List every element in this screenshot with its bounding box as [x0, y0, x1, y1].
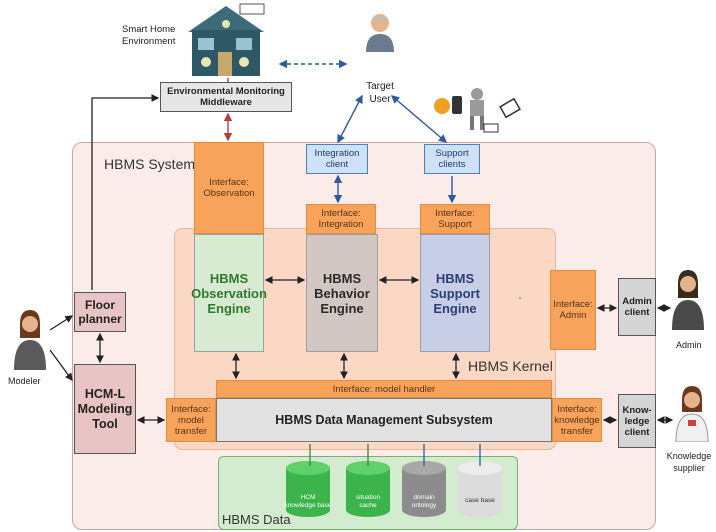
target-user-label: Target User	[366, 81, 394, 105]
database-label-ontology: domain ontology	[411, 494, 437, 509]
database-domain-ontology	[400, 460, 448, 518]
interface-integration: Interface: Integration	[306, 204, 376, 234]
data-management-subsystem: HBMS Data Management Subsystem	[216, 398, 552, 442]
admin-client: Admin client	[618, 278, 656, 336]
environmental-monitoring-middleware: Environmental Monitoring Middleware	[160, 82, 292, 112]
knowledge-supplier-label: Knowledge supplier	[666, 451, 712, 473]
interface-support: Interface: Support	[420, 204, 490, 234]
support-engine: HBMS Support Engine	[420, 234, 490, 352]
integration-client: Integration client	[306, 144, 368, 174]
admin-avatar	[670, 270, 706, 330]
admin-label: Admin	[676, 340, 702, 350]
interface-observation: Interface: Observation	[194, 142, 264, 234]
hcml-modeling-tool: HCM-L Modeling Tool	[74, 364, 136, 454]
knowledge-client: Know- ledge client	[618, 394, 656, 448]
database-label-situation: situation cache	[355, 494, 381, 509]
database-case-base	[456, 460, 504, 518]
interface-model-handler: Interface: model handler	[216, 380, 552, 398]
observation-engine: HBMS Observation Engine	[191, 234, 267, 352]
hbms-data-title: HBMS Data	[222, 512, 291, 527]
database-label-hcm: HCM knowledge base	[284, 494, 332, 509]
database-situation-cache	[344, 460, 392, 518]
hbms-system-title: HBMS System	[104, 156, 196, 172]
modeler-label: Modeler	[8, 376, 41, 386]
knowledge-supplier-avatar	[674, 386, 710, 443]
behavior-engine: HBMS Behavior Engine	[306, 234, 378, 352]
database-label-case-base: case base	[465, 497, 495, 504]
support-clients: Support clients	[424, 144, 480, 174]
interface-model-transfer: Interface: model transfer	[166, 398, 216, 442]
interface-knowledge-transfer: Interface: knowledge transfer	[552, 398, 602, 442]
floor-planner: Floor planner	[74, 292, 126, 332]
smart-home-label: Smart Home Environment	[122, 24, 176, 47]
database-hcm-knowledge-base	[284, 460, 332, 518]
smart-home-picture	[180, 2, 272, 80]
target-user-avatar	[364, 12, 396, 52]
modeler-avatar	[12, 310, 48, 370]
hbms-kernel-title: HBMS Kernel	[468, 358, 553, 374]
interface-admin: Interface: Admin	[550, 270, 596, 350]
